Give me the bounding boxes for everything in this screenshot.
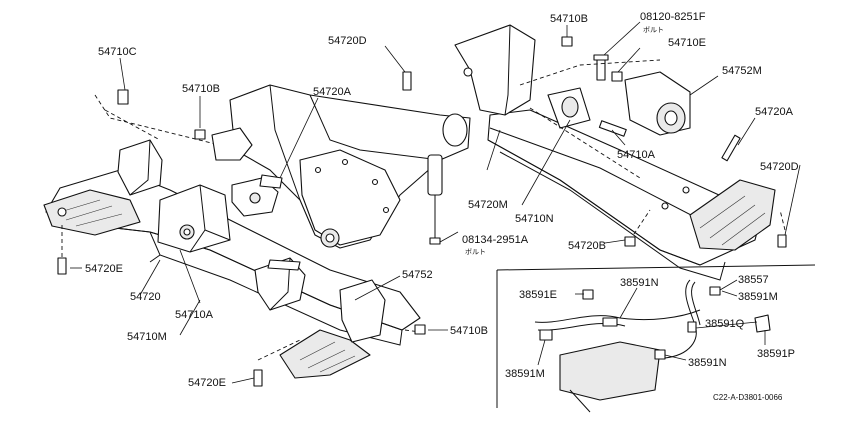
rear-crossmember bbox=[454, 24, 786, 281]
label-08134-bolt: ボルト bbox=[465, 248, 486, 256]
label-54710N: 54710N bbox=[515, 213, 554, 225]
label-54720A-right: 54720A bbox=[755, 106, 794, 118]
label-38591P: 38591P bbox=[757, 348, 795, 360]
label-54710E: 54710E bbox=[668, 37, 706, 49]
label-54710B-bottom: 54710B bbox=[450, 325, 488, 337]
label-08134-2951A: 08134-2951A bbox=[462, 234, 529, 246]
label-54710B-top: 54710B bbox=[550, 13, 588, 25]
label-54720D-right: 54720D bbox=[760, 161, 799, 173]
label-54720: 54720 bbox=[130, 291, 161, 303]
label-54752: 54752 bbox=[402, 269, 433, 281]
label-38591M-right: 38591M bbox=[738, 291, 778, 303]
label-54710B-upper: 54710B bbox=[182, 83, 220, 95]
label-54710C: 54710C bbox=[98, 46, 137, 58]
label-08120-bolt: ボルト bbox=[643, 26, 664, 34]
label-54720M: 54720M bbox=[468, 199, 508, 211]
label-54720B: 54720B bbox=[568, 240, 606, 252]
label-38591E: 38591E bbox=[519, 289, 557, 301]
label-54710A-left: 54710A bbox=[175, 309, 214, 321]
part-labels: 54710C 54710B 54720D 54720A 54710B 08120… bbox=[85, 11, 799, 402]
label-54752M: 54752M bbox=[722, 65, 762, 77]
label-38591N-top: 38591N bbox=[620, 277, 659, 289]
fasteners bbox=[57, 36, 787, 387]
label-54720D-top: 54720D bbox=[328, 35, 367, 47]
label-54710M: 54710M bbox=[127, 331, 167, 343]
label-54720E-left: 54720E bbox=[85, 263, 123, 275]
label-38591N-bottom: 38591N bbox=[688, 357, 727, 369]
leader-lines bbox=[70, 21, 801, 384]
label-08120-8251F: 08120-8251F bbox=[640, 11, 706, 23]
label-drawing-code: C22-A-D3801-0066 bbox=[713, 393, 783, 402]
front-crossmember bbox=[43, 94, 421, 379]
label-38557: 38557 bbox=[738, 274, 769, 286]
label-38591Q: 38591Q bbox=[705, 318, 745, 330]
label-54720A-left: 54720A bbox=[313, 86, 352, 98]
label-54720E-bottom: 54720E bbox=[188, 377, 226, 389]
transmission-housing bbox=[211, 84, 471, 249]
label-38591M-left: 38591M bbox=[505, 368, 545, 380]
label-54710A-right: 54710A bbox=[617, 149, 656, 161]
